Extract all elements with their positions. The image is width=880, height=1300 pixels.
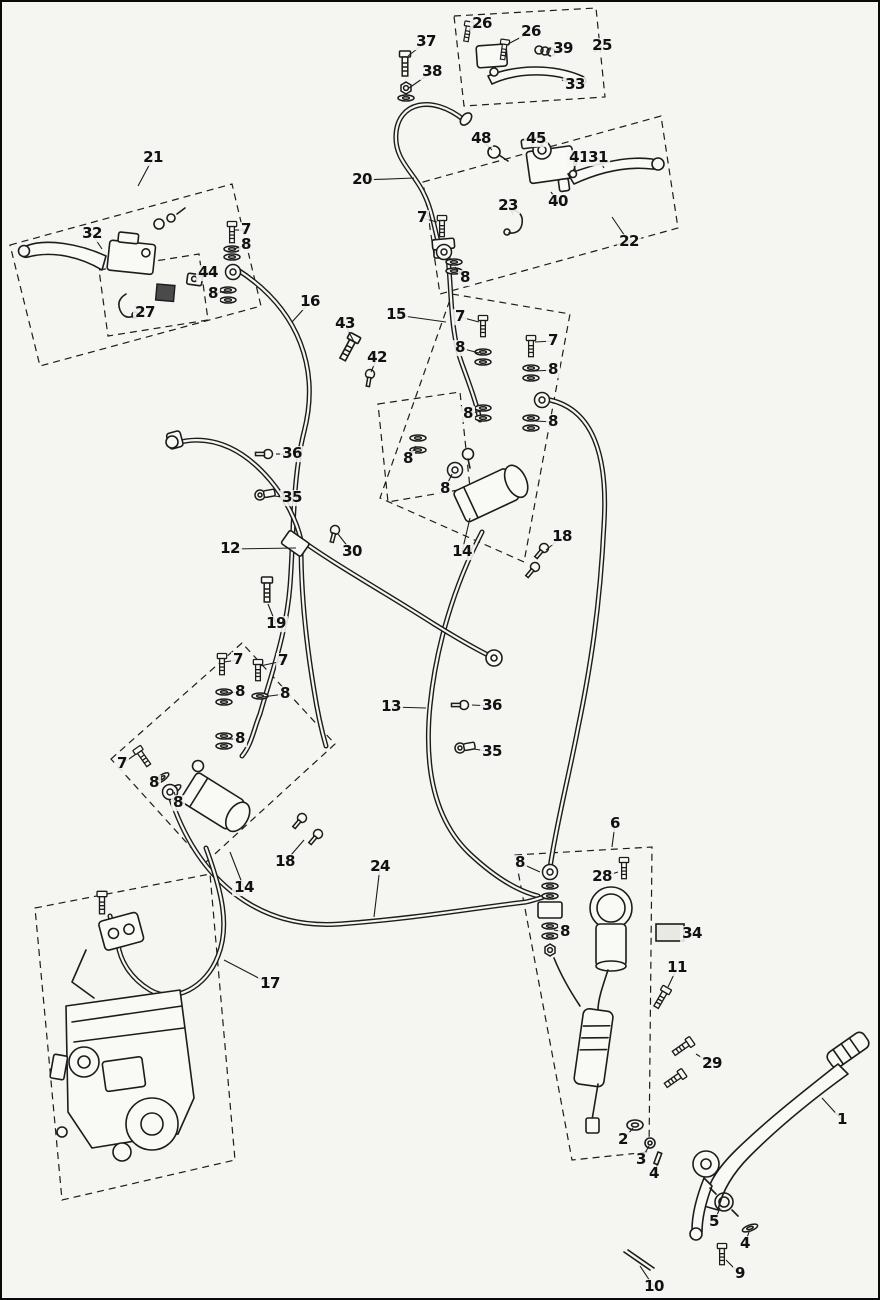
part-number-14: 14 [450, 542, 474, 561]
part-number-8: 8 [438, 479, 452, 498]
part-number-8: 8 [401, 449, 415, 468]
brake-pedal-assembly [623, 1031, 870, 1271]
part-number-36: 36 [280, 444, 304, 463]
callout-leader-24 [373, 866, 381, 918]
part-number-14: 14 [232, 878, 256, 897]
part-number-19: 19 [264, 614, 288, 633]
part-number-8: 8 [278, 684, 292, 703]
part-number-7: 7 [415, 208, 429, 227]
part-number-44: 44 [196, 263, 220, 282]
part-number-7: 7 [546, 331, 560, 350]
part-number-8: 8 [513, 853, 527, 872]
part-number-8: 8 [147, 773, 161, 792]
part-number-43: 43 [333, 314, 357, 333]
part-number-8: 8 [546, 412, 560, 431]
part-number-8: 8 [206, 284, 220, 303]
part-number-8: 8 [461, 404, 475, 423]
part-number-41: 41 [567, 148, 591, 167]
part-number-5: 5 [707, 1212, 721, 1231]
part-number-33: 33 [563, 75, 587, 94]
part-number-31: 31 [586, 148, 610, 167]
part-number-8: 8 [233, 729, 247, 748]
rear-master-cylinder-assembly [537, 856, 696, 1166]
part-number-4: 4 [738, 1234, 752, 1253]
part-number-7: 7 [239, 220, 253, 239]
part-number-24: 24 [368, 857, 392, 876]
part-number-27: 27 [133, 303, 157, 322]
left-master-cylinder-assembly [17, 207, 242, 319]
part-number-8: 8 [233, 682, 247, 701]
part-number-28: 28 [590, 867, 614, 886]
part-number-35: 35 [480, 742, 504, 761]
part-number-3: 3 [634, 1150, 648, 1169]
part-number-40: 40 [546, 192, 570, 211]
mid-banjo-fitting [431, 214, 463, 275]
part-number-7: 7 [231, 650, 245, 669]
part-number-8: 8 [453, 338, 467, 357]
part-number-39: 39 [551, 39, 575, 58]
part-number-22: 22 [617, 232, 641, 251]
part-number-7: 7 [453, 307, 467, 326]
part-number-34: 34 [680, 924, 704, 943]
part-number-21: 21 [141, 148, 165, 167]
part-number-12: 12 [218, 539, 242, 558]
part-number-8: 8 [558, 922, 572, 941]
part-number-35: 35 [280, 488, 304, 507]
part-number-11: 11 [665, 958, 689, 977]
part-number-15: 15 [384, 305, 408, 324]
part-number-38: 38 [420, 62, 444, 81]
lower-junction-valve [132, 652, 326, 848]
part-number-45: 45 [524, 129, 548, 148]
part-number-48: 48 [469, 129, 493, 148]
part-number-2: 2 [616, 1130, 630, 1149]
part-number-23: 23 [496, 196, 520, 215]
part-number-37: 37 [414, 32, 438, 51]
part-number-7: 7 [276, 651, 290, 670]
part-number-9: 9 [733, 1264, 747, 1283]
upper-junction-valve [409, 314, 552, 581]
part-number-30: 30 [340, 542, 364, 561]
part-number-7: 7 [115, 754, 129, 773]
part-number-26: 26 [519, 22, 543, 41]
part-number-13: 13 [379, 697, 403, 716]
dashed-group-boxes [9, 7, 679, 1201]
part-number-18: 18 [550, 527, 574, 546]
part-number-8: 8 [171, 793, 185, 812]
part-number-8: 8 [239, 235, 253, 254]
part-number-6: 6 [608, 814, 622, 833]
engine-caliper-assembly [49, 890, 195, 1162]
part-number-16: 16 [298, 292, 322, 311]
part-number-8: 8 [458, 268, 472, 287]
part-number-42: 42 [365, 348, 389, 367]
part-number-10: 10 [642, 1277, 666, 1296]
part-number-25: 25 [590, 36, 614, 55]
brake-pipe-12 [165, 430, 503, 746]
part-number-26: 26 [470, 14, 494, 33]
part-number-18: 18 [273, 852, 297, 871]
part-number-1: 1 [835, 1110, 849, 1129]
part-number-36: 36 [480, 696, 504, 715]
part-number-8: 8 [546, 360, 560, 379]
part-number-32: 32 [80, 224, 104, 243]
part-number-20: 20 [350, 170, 374, 189]
part-number-4: 4 [647, 1164, 661, 1183]
part-number-17: 17 [258, 974, 282, 993]
part-number-29: 29 [700, 1054, 724, 1073]
